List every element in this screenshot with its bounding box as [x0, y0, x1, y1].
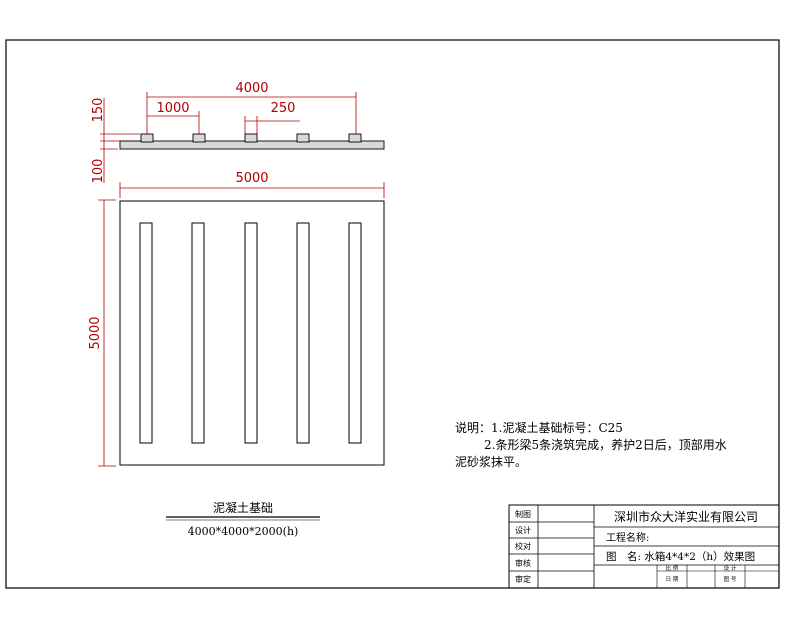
tb-label-design: 设计: [515, 525, 531, 535]
dim-label-beam-width: 250: [271, 101, 296, 116]
tb-company: 深圳市众大洋实业有限公司: [614, 509, 758, 524]
notes: 说明：1.泥凝土基础标号：C25 2.条形梁5条浇筑完成，养护2日后，顶部用水 …: [455, 420, 727, 469]
tb-project-label: 工程名称:: [606, 531, 649, 544]
dim-label-plan-width: 5000: [235, 171, 268, 186]
plan-beam: [244, 222, 258, 444]
dim-label-beam-height: 150: [91, 98, 106, 123]
section-beam: [244, 133, 258, 143]
dim-label-span: 4000: [235, 81, 268, 96]
note-line-1: 说明：1.泥凝土基础标号：C25: [455, 420, 623, 435]
drawing-frame: [5, 39, 780, 589]
dim-label-slab-thickness: 100: [91, 159, 106, 184]
note-line-3: 泥砂浆抹平。: [455, 454, 527, 469]
plan-view: 5000 5000: [88, 171, 385, 467]
tb-label-review: 审核: [515, 558, 531, 568]
dim-label-pitch: 1000: [156, 101, 189, 116]
plan-slab: [119, 200, 385, 466]
tb-sub-d: 图 号: [724, 575, 737, 583]
tb-sub-c: 日 期: [666, 576, 679, 583]
plan-beam: [296, 222, 310, 444]
caption-title: 泥凝土基础: [213, 500, 273, 515]
note-line-2: 2.条形梁5条浇筑完成，养护2日后，顶部用水: [484, 437, 727, 452]
tb-sub-a: 比 例: [666, 564, 679, 572]
section-beam: [296, 133, 310, 143]
tb-label-approve: 审定: [515, 574, 531, 584]
tb-sub-b: 设 计: [724, 564, 737, 572]
dim-label-plan-height: 5000: [88, 316, 103, 349]
tb-label-proofread: 校对: [515, 541, 531, 551]
title-block: 制图 设计 校对 审核 审定 深圳市众大洋实业有限公司 工程名称: 图 名: 水…: [508, 504, 780, 589]
tb-label-drawn: 制图: [515, 509, 531, 519]
plan-beam: [191, 222, 205, 444]
section-beam: [348, 133, 362, 143]
plan-beam: [348, 222, 362, 444]
plan-beam: [139, 222, 153, 444]
section-beam: [140, 133, 154, 143]
section-view: 4000 1000 250 150 100: [91, 81, 385, 184]
caption-spec: 4000*4000*2000(h): [188, 525, 299, 538]
tb-drawing-name: 图 名: 水箱4*4*2（h）效果图: [606, 550, 755, 563]
caption: 泥凝土基础 4000*4000*2000(h): [166, 500, 320, 538]
section-beam: [192, 133, 206, 143]
